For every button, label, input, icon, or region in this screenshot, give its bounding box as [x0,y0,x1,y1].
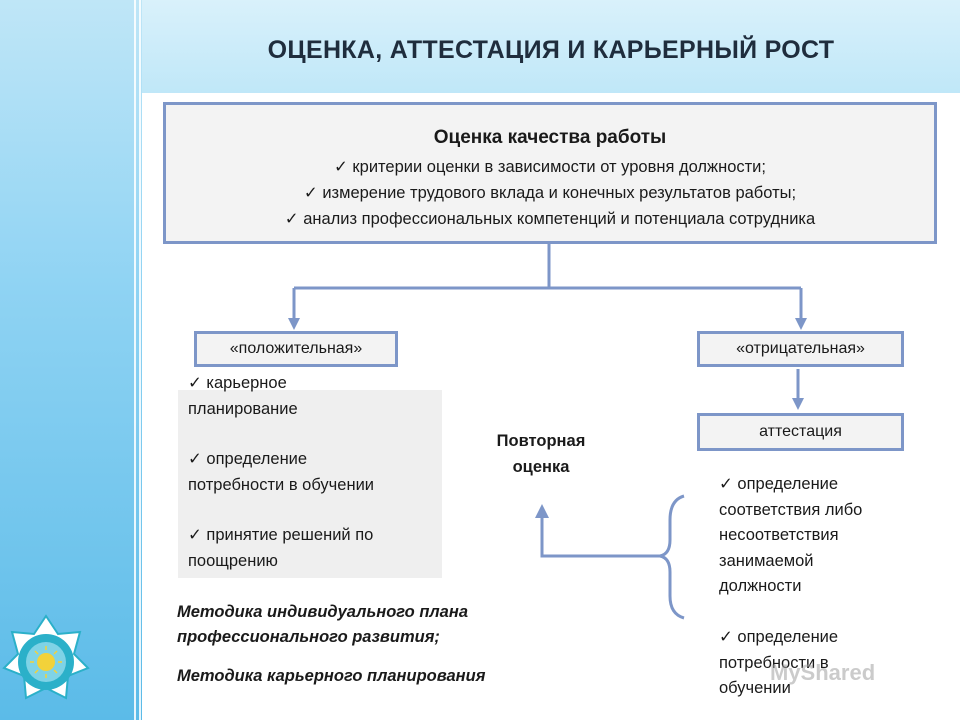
negative-tag: «отрицательная» [697,331,904,367]
attestation-box: аттестация [697,413,904,451]
top-decor-band [142,0,960,95]
quality-assessment-heading: Оценка качества работы [433,127,667,148]
criteria-item: ✓ критерии оценки в зависимости от уровн… [334,158,766,176]
training-needs-item: ✓ определение потребности в обучении [188,450,375,494]
training-needs-right-item: ✓ определение потребности в обучении [719,628,839,697]
watermark: MyShared [770,660,876,685]
left-decor-band [0,0,142,720]
positive-results-panel [178,390,442,578]
positive-tag: «положительная» [194,331,398,367]
quality-assessment-box: Оценка качества работы ✓ критерии оценки… [163,102,937,244]
career-planning-item: ✓ карьерное планирование [188,374,298,418]
reward-decisions-item: ✓ принятие решений по поощрению [188,526,374,570]
method-career-planning: Методика карьерного планирования [177,667,486,685]
contribution-item: ✓ измерение трудового вклада и конечных … [303,184,797,202]
repeat-assessment-label: Повторная оценка [496,432,586,476]
emblem-icon [2,614,90,700]
competence-item: ✓ анализ профессиональных компетенций и … [284,210,816,228]
method-individual-plan: Методика индивидуального плана профессио… [177,603,469,646]
page-title: ОЦЕНКА, АТТЕСТАЦИЯ И КАРЬЕРНЫЙ РОСТ [267,36,835,64]
position-compliance-item: ✓ определение соответствия либо несоотве… [719,475,863,595]
